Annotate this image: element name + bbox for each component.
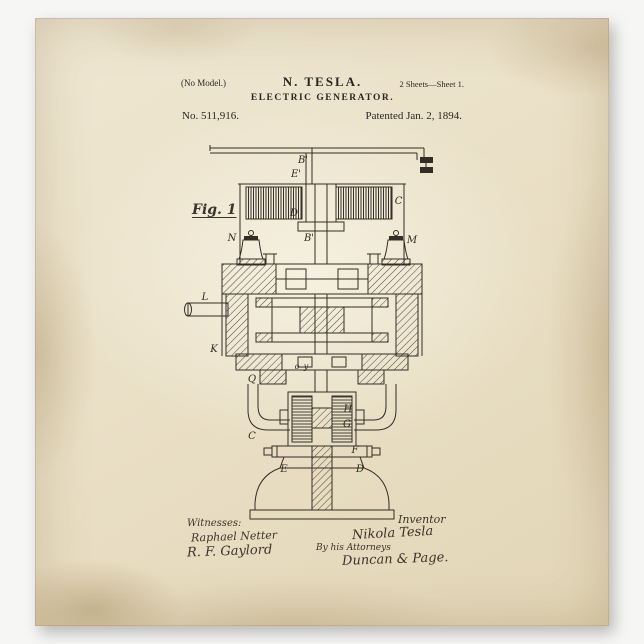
part-label: B'	[303, 233, 314, 244]
part-label: N	[227, 233, 238, 244]
top-wires	[210, 145, 433, 184]
part-label: M	[406, 235, 418, 246]
part-label: o	[295, 362, 300, 371]
base-pedestal	[250, 446, 394, 519]
part-label: L	[201, 292, 209, 303]
witness-signature-2: R. F. Gaylord	[187, 543, 273, 561]
part-label: G	[343, 419, 351, 430]
part-label: y	[303, 362, 309, 371]
witnesses-label: Witnesses:	[187, 518, 241, 529]
part-label: E	[279, 464, 288, 475]
part-label: B'	[297, 155, 308, 166]
bell-component-left	[237, 231, 265, 266]
part-label: C	[248, 431, 256, 442]
part-label: C'	[395, 196, 405, 207]
center-mechanism	[256, 294, 388, 354]
attorneys-label: By his Attorneys	[316, 543, 391, 553]
part-label: K	[209, 344, 218, 355]
lower-platform	[236, 354, 408, 384]
part-label: Q	[248, 374, 256, 385]
part-label: H	[343, 404, 353, 415]
part-label: E'	[290, 169, 301, 180]
part-label: F	[351, 445, 360, 456]
bell-component-right	[382, 231, 410, 266]
part-label: D	[289, 208, 298, 219]
part-label: D	[355, 464, 364, 475]
coil-assembly	[238, 184, 406, 264]
inlet-pipe-left	[185, 303, 229, 316]
